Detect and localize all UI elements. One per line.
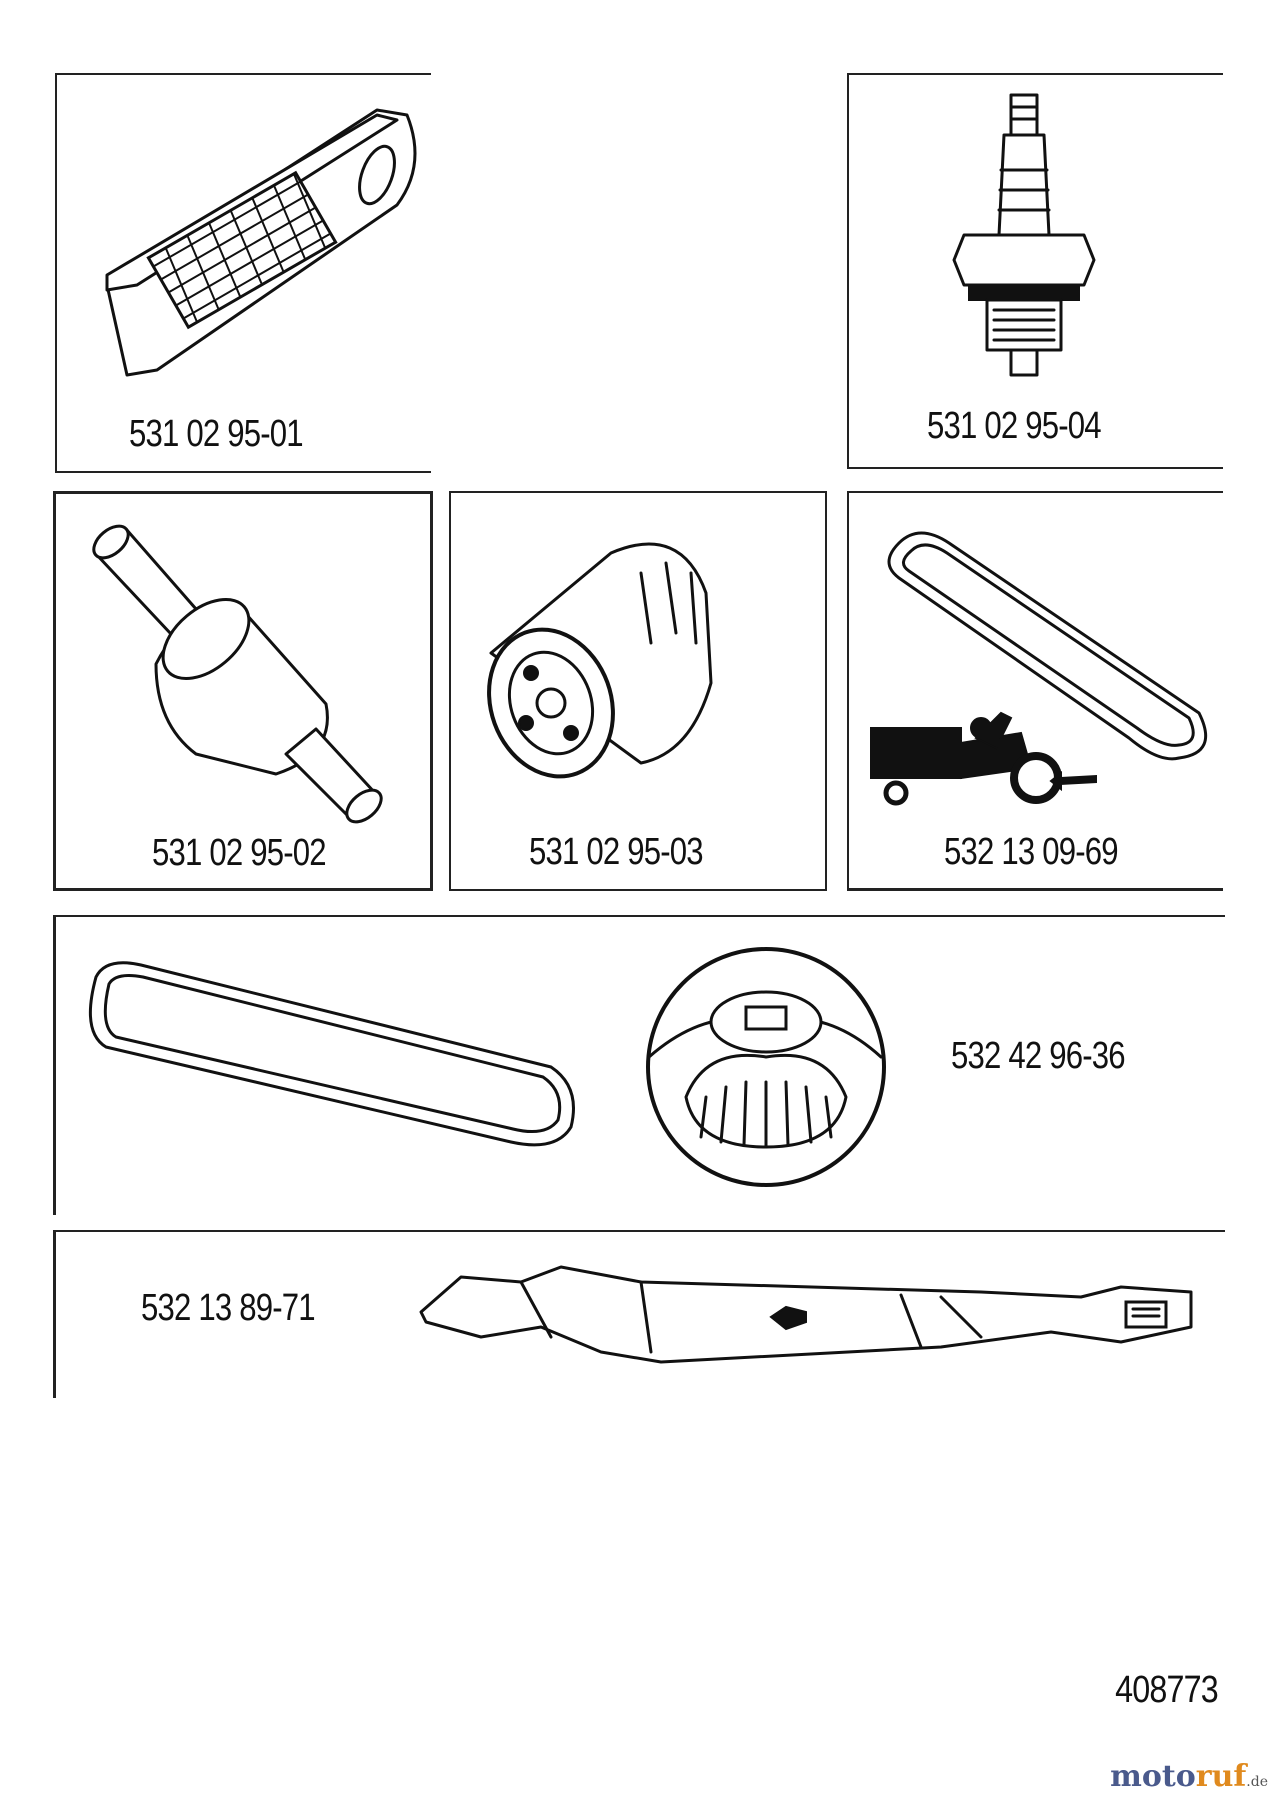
oil-filter-icon xyxy=(487,542,713,779)
panel-air-filter: 531 02 95-01 xyxy=(55,73,431,473)
part-number: 532 13 09-69 xyxy=(944,831,1119,873)
v-belt-icon xyxy=(88,961,575,1147)
pulley-icon xyxy=(646,947,886,1187)
air-filter-icon xyxy=(105,108,417,377)
part-number: 531 02 95-01 xyxy=(129,413,304,455)
spark-plug-icon xyxy=(952,93,1096,377)
panel-mower-blade: 532 13 89-71 xyxy=(53,1230,1225,1398)
part-number: 531 02 95-02 xyxy=(152,832,327,874)
part-number: 531 02 95-03 xyxy=(529,831,704,873)
watermark-suffix: .de xyxy=(1246,1774,1268,1790)
panel-drive-belt: 532 13 09-69 xyxy=(847,491,1223,891)
riding-mower-icon xyxy=(870,711,1097,806)
watermark-part1: moto xyxy=(1110,1759,1196,1794)
panel-fuel-filter: 531 02 95-02 xyxy=(53,491,433,891)
panel-oil-filter: 531 02 95-03 xyxy=(449,491,827,891)
panel-belt-pulley-kit: 532 42 96-36 xyxy=(53,915,1225,1215)
watermark-logo[interactable]: motoruf.de xyxy=(1110,1759,1268,1794)
v-belt-icon xyxy=(887,531,1208,761)
diagram-id: 408773 xyxy=(1115,1669,1219,1711)
part-number: 531 02 95-04 xyxy=(927,405,1102,447)
part-number: 532 13 89-71 xyxy=(141,1287,316,1329)
part-number: 532 42 96-36 xyxy=(951,1035,1126,1077)
panel-spark-plug: 531 02 95-04 xyxy=(847,73,1223,469)
watermark-part2: ruf xyxy=(1195,1759,1247,1794)
mower-blade-icon xyxy=(419,1265,1193,1364)
fuel-filter-icon xyxy=(92,524,383,824)
